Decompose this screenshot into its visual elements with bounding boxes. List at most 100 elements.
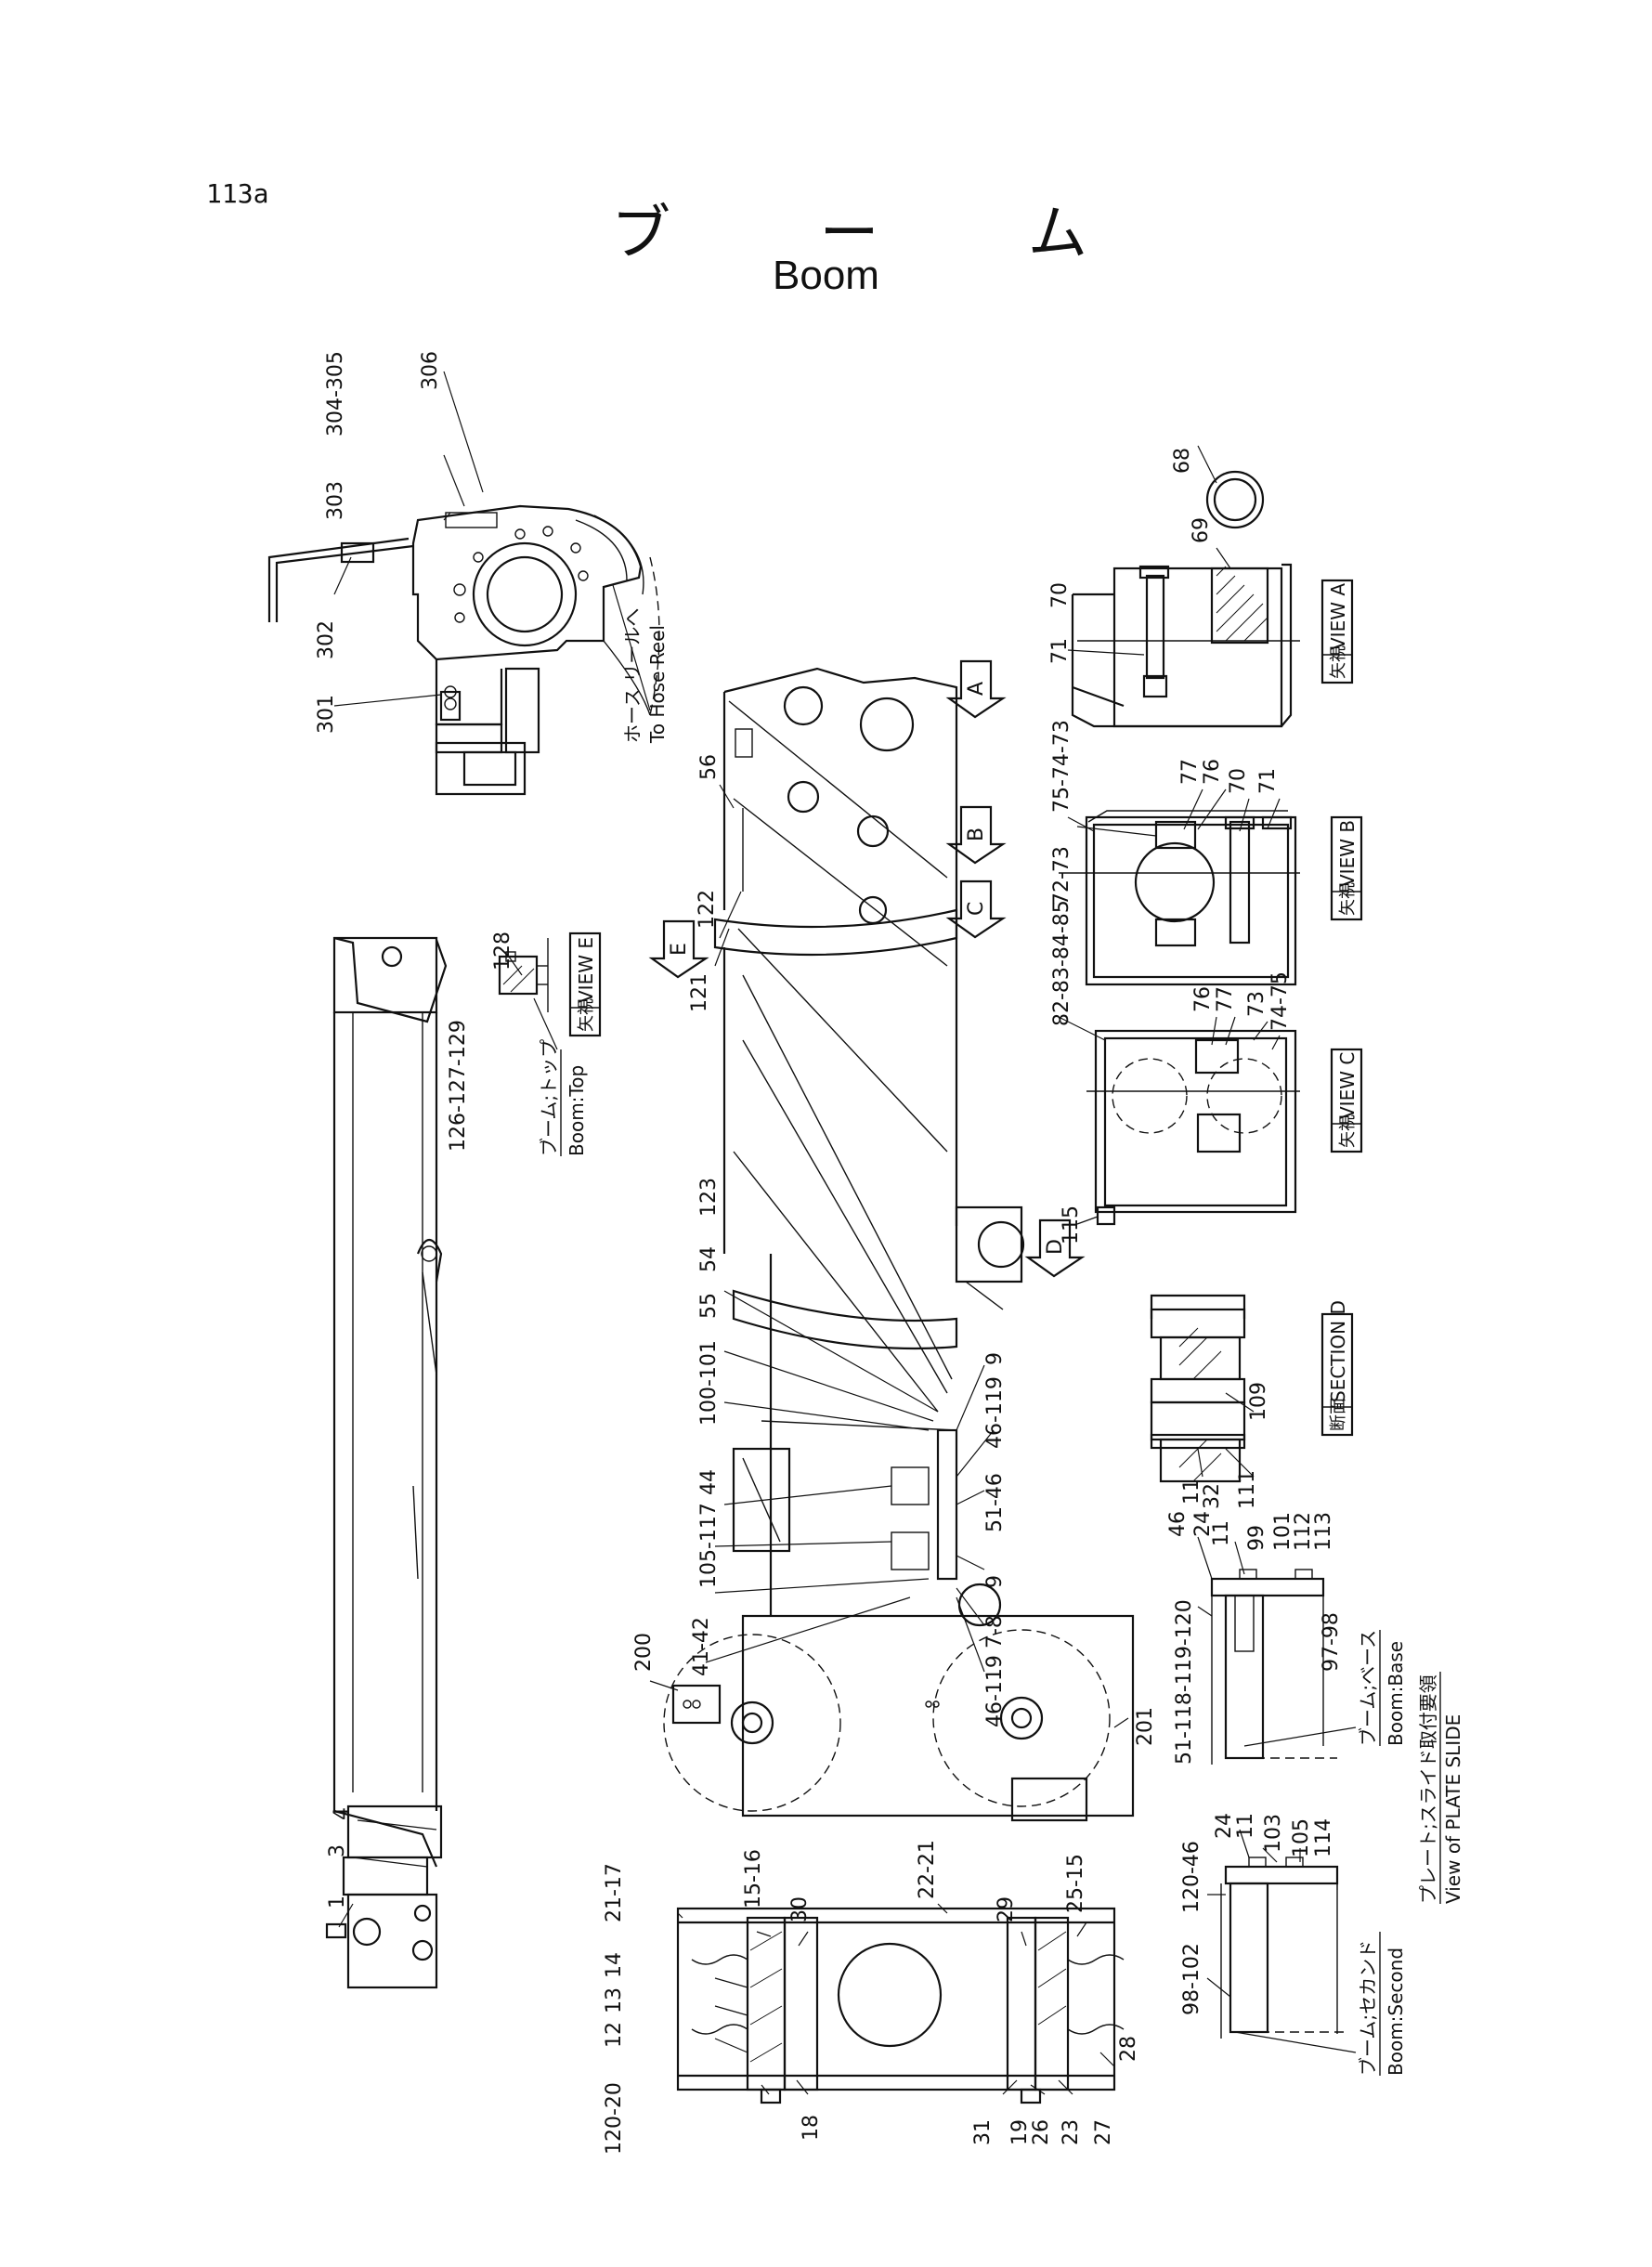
callout-306: 306 [419,351,442,390]
callout-122: 122 [696,890,719,929]
callout-labels: 306 304-305 303 302 301 68 69 70 71 75-7… [315,351,1343,2155]
callout-201: 201 [1134,1707,1157,1746]
svg-text:VIEW E: VIEW E [575,937,597,1003]
callout-31: 31 [971,2119,995,2145]
callout-24-b: 24 [1213,1813,1236,1839]
callout-128: 128 [491,932,514,971]
view-arrow-b [945,805,1007,865]
boom-top-view [676,1907,1125,2104]
view-arrow-c [945,879,1007,939]
callout-200: 200 [632,1633,656,1672]
callout-30: 30 [788,1896,812,1922]
callout-41-42: 41-42 [690,1617,713,1676]
callout-22-21: 22-21 [916,1840,939,1899]
callout-23: 23 [1060,2119,1083,2145]
callout-113: 113 [1312,1512,1335,1551]
callout-121: 121 [688,973,711,1012]
callout-29: 29 [995,1896,1018,1922]
callout-54: 54 [697,1246,721,1272]
view-mark-e: E [668,943,691,956]
callout-12: 12 [603,2022,626,2048]
callout-32: 32 [1201,1483,1224,1509]
callout-55: 55 [697,1293,721,1319]
callout-98-102: 98-102 [1180,1943,1203,2015]
callout-120-20: 120-20 [603,2082,626,2155]
view-b-cross-section [1059,810,1300,986]
svg-text:矢視: 矢視 [1329,645,1348,679]
callout-4: 4 [331,1807,354,1820]
callout-9-a: 9 [983,1352,1007,1365]
callout-7-8: 7-8 [983,1615,1007,1648]
view-mark-b: B [965,827,988,841]
callout-14: 14 [603,1952,626,1978]
plate-slide-second [1220,1857,1346,2039]
callout-101: 101 [1271,1512,1294,1551]
callout-28: 28 [1117,2036,1140,2062]
svg-text:矢視: 矢視 [1338,1114,1358,1148]
part-68-ring [1205,470,1265,529]
callout-76-b: 76 [1191,986,1215,1012]
view-box-c: 矢視 VIEW C [1330,1048,1363,1153]
callout-18: 18 [800,2115,823,2141]
view-box-e: 矢視 VIEW E [568,932,602,1037]
callout-44: 44 [697,1469,721,1495]
view-arrow-e [648,919,709,979]
view-arrow-d [1024,1218,1086,1278]
callout-70-b: 70 [1227,768,1250,794]
svg-text:矢視: 矢視 [577,998,596,1032]
callout-24-a: 24 [1191,1511,1215,1537]
callout-21-17: 21-17 [603,1863,626,1922]
callout-68: 68 [1171,448,1194,474]
callout-46-119-b: 46-119 [983,1655,1007,1727]
callout-100-101: 100-101 [697,1340,721,1426]
callout-123: 123 [697,1178,721,1217]
view-mark-d: D [1044,1239,1067,1255]
notes: ホース リールへ To Hose Reel ブーム;トップ Boom:Top ブ… [538,608,1464,2076]
callout-26: 26 [1030,2119,1053,2145]
callout-11-b: 11 [1210,1520,1233,1546]
callout-51-118-119-120: 51-118-119-120 [1173,1599,1196,1765]
plate-slide-base [1210,1569,1337,1765]
callout-77-a: 77 [1178,759,1202,785]
callout-1: 1 [326,1896,349,1909]
svg-text:断面: 断面 [1329,1398,1348,1431]
note-plate-slide-en: View of PLATE SLIDE [1442,1714,1464,1904]
callout-13: 13 [603,1987,626,2013]
boom-side-view [325,936,448,1989]
callout-76-a: 76 [1201,759,1224,785]
note-hose-reel-jp: ホース リールへ [621,608,644,743]
svg-text:SECTION D: SECTION D [1327,1300,1349,1402]
view-box-b: 矢視 VIEW B [1330,815,1363,921]
note-boom-second-jp: ブーム;セカンド [1357,1940,1379,2076]
callout-120-46: 120-46 [1180,1841,1203,1913]
callout-51-46: 51-46 [983,1473,1007,1532]
leader-lines [333,371,1357,2095]
callout-303: 303 [324,481,347,520]
boom-main-view [663,667,1135,1822]
callout-97-98: 97-98 [1320,1612,1343,1672]
view-mark-a: A [965,682,988,696]
callout-46-119-a: 46-119 [983,1376,1007,1449]
callout-71-b: 71 [1256,768,1280,794]
callout-15-16: 15-16 [742,1849,765,1909]
section-d-view [1150,1294,1246,1483]
callout-111: 111 [1236,1470,1259,1509]
svg-text:VIEW A: VIEW A [1327,583,1349,650]
callout-82-83-84-85: 82-83-84-85 [1050,900,1073,1026]
view-a-cross-section [1071,470,1300,728]
callout-75-74-73: 75-74-73 [1050,720,1073,813]
callout-109: 109 [1247,1382,1270,1421]
callout-9-b: 9 [983,1575,1007,1588]
callout-99: 99 [1245,1525,1268,1551]
callout-103: 103 [1262,1814,1285,1853]
note-boom-base-en: Boom:Base [1385,1641,1407,1746]
callout-27: 27 [1092,2119,1115,2145]
view-mark-c: C [965,902,988,916]
svg-text:矢視: 矢視 [1338,882,1358,916]
callout-11-a: 11 [1180,1479,1203,1505]
view-arrow-a [945,659,1007,719]
callout-19: 19 [1008,2119,1032,2145]
note-hose-reel-en: To Hose Reel [646,625,669,744]
